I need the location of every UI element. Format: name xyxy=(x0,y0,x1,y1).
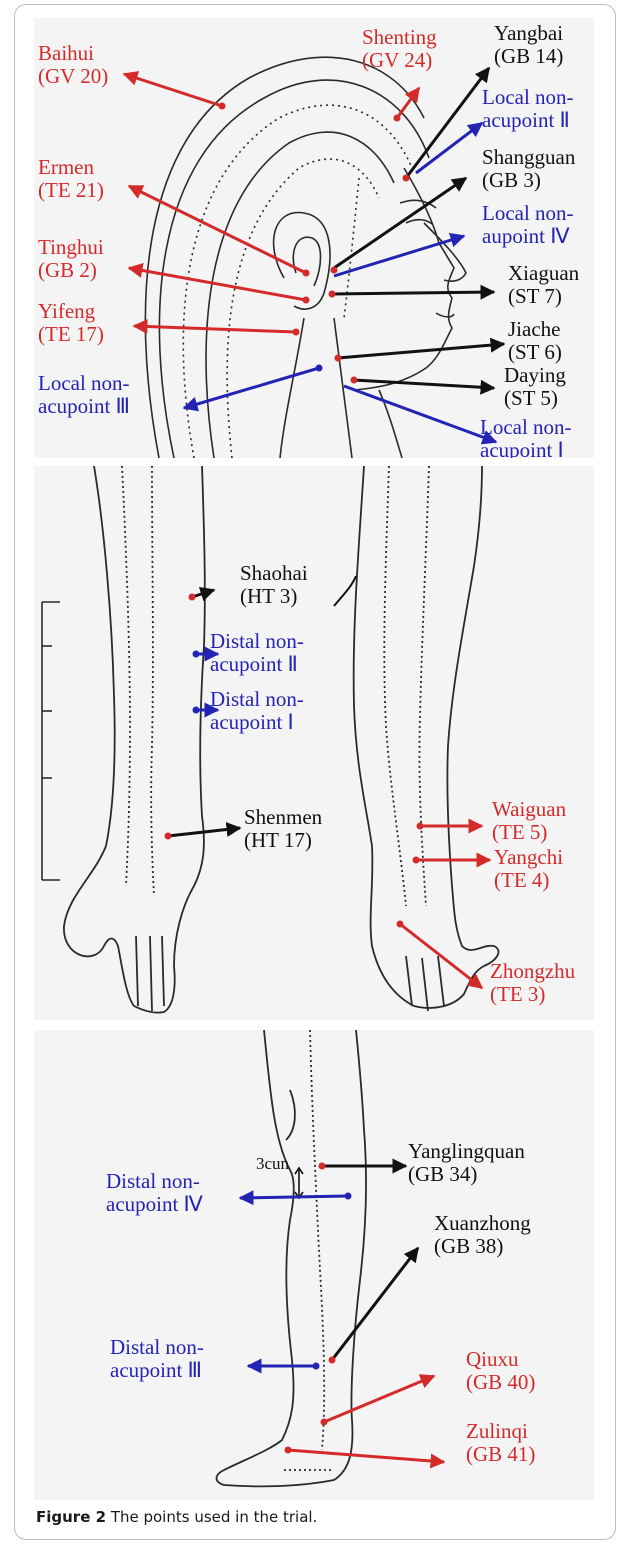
arrow-local1 xyxy=(344,386,496,442)
label-3cun: 3cun xyxy=(256,1152,289,1175)
label-shangguan: Shangguan(GB 3) xyxy=(482,146,575,192)
label-yangbai: Yangbai(GB 14) xyxy=(494,22,563,68)
label-local-non-acupoint-4: Local non-aupoint Ⅳ xyxy=(482,202,574,248)
label-distal-non-acupoint-4: Distal non-acupoint Ⅳ xyxy=(106,1170,203,1216)
arrow-tinghui xyxy=(129,268,306,300)
arrow-yangbai xyxy=(406,68,489,178)
arrow-local3 xyxy=(184,368,319,408)
arm-illustration xyxy=(34,466,594,1020)
arrow-zulinqi xyxy=(288,1450,444,1462)
arrow-yifeng xyxy=(134,326,296,332)
three-cun-marker xyxy=(295,1168,303,1198)
arrow-distal4 xyxy=(240,1196,348,1198)
arrow-xuanzhong xyxy=(332,1248,418,1360)
shaohai-leader xyxy=(334,576,356,606)
label-zhongzhu: Zhongzhu(TE 3) xyxy=(490,960,575,1006)
label-local-non-acupoint-2: Local non-acupoint Ⅱ xyxy=(482,86,574,132)
left-arm-outline xyxy=(64,466,205,1013)
arrow-jiache xyxy=(338,344,504,358)
label-xuanzhong: Xuanzhong(GB 38) xyxy=(434,1212,531,1258)
label-tinghui: Tinghui(GB 2) xyxy=(38,236,104,282)
label-distal-non-acupoint-3: Distal non-acupoint Ⅲ xyxy=(110,1336,204,1382)
label-daying: Daying(ST 5) xyxy=(504,364,566,410)
label-xiaguan: Xiaguan(ST 7) xyxy=(508,262,579,308)
label-distal-non-acupoint-1: Distal non-acupoint Ⅰ xyxy=(210,688,304,734)
right-arm-outline xyxy=(354,466,499,1011)
label-yangchi: Yangchi(TE 4) xyxy=(494,846,563,892)
label-local-non-acupoint-1: Local non-acupoint Ⅰ xyxy=(480,416,572,458)
leg-points xyxy=(285,1163,352,1454)
arrow-local2 xyxy=(416,123,482,173)
leg-panel: 3cun Yanglingquan(GB 34) Distal non-acup… xyxy=(34,1030,594,1500)
label-distal-non-acupoint-2: Distal non-acupoint Ⅱ xyxy=(210,630,304,676)
label-yifeng: Yifeng(TE 17) xyxy=(38,300,104,346)
label-local-non-acupoint-3: Local non-acupoint Ⅲ xyxy=(38,372,130,418)
label-waiguan: Waiguan(TE 5) xyxy=(492,798,566,844)
label-shenmen: Shenmen(HT 17) xyxy=(244,806,322,852)
label-jiache: Jiache(ST 6) xyxy=(508,318,562,364)
label-baihui: Baihui(GV 20) xyxy=(38,42,108,88)
caption-label: Figure 2 xyxy=(36,1508,106,1526)
label-yanglingquan: Yanglingquan(GB 34) xyxy=(408,1140,525,1186)
leg-outline xyxy=(217,1030,367,1486)
label-shenting: Shenting(GV 24) xyxy=(362,26,437,72)
label-zulinqi: Zulinqi(GB 41) xyxy=(466,1420,535,1466)
label-qiuxu: Qiuxu(GB 40) xyxy=(466,1348,535,1394)
label-ermen: Ermen(TE 21) xyxy=(38,156,104,202)
head-outline xyxy=(145,57,466,458)
caption-text: The points used in the trial. xyxy=(106,1508,317,1526)
arrow-baihui xyxy=(124,74,222,106)
arrow-qiuxu xyxy=(324,1376,434,1422)
arrow-xiaguan xyxy=(332,292,494,294)
label-shaohai: Shaohai(HT 3) xyxy=(240,562,308,608)
head-panel: Baihui(GV 20) Shenting(GV 24) Yangbai(GB… xyxy=(34,18,594,458)
scale-bar xyxy=(42,602,60,880)
arm-panel: Shaohai(HT 3) Distal non-acupoint Ⅱ Dist… xyxy=(34,466,594,1020)
figure-caption: Figure 2 The points used in the trial. xyxy=(36,1508,317,1526)
